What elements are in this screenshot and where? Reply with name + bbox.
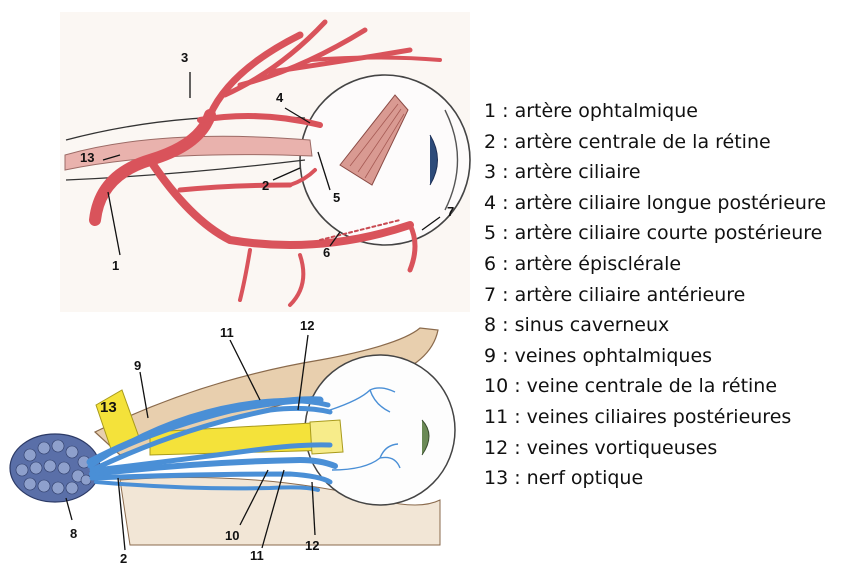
callout-label-7: 7 [447,204,454,219]
legend-item-3: 3 : artère ciliaire [484,157,826,188]
legend-item-5: 5 : artère ciliaire courte postérieure [484,218,826,249]
top-figure-arteries: 1 2 3 4 5 6 7 13 [60,12,470,312]
legend-item-1: 1 : artère ophtalmique [484,96,826,127]
callout-label-8: 8 [70,526,77,541]
callout-label-5: 5 [333,190,340,205]
callout-label-13-bottom: 13 [100,399,117,416]
callout-label-11-top: 11 [220,325,234,340]
callout-label-4: 4 [276,90,284,105]
optic-nerve-head [310,420,343,454]
callout-label-3: 3 [181,50,188,65]
callout-label-10: 10 [225,528,239,543]
legend-item-7: 7 : artère ciliaire antérieure [484,280,826,311]
legend-item-4: 4 : artère ciliaire longue postérieure [484,188,826,219]
legend-item-2: 2 : artère centrale de la rétine [484,127,826,158]
callout-label-2: 2 [262,178,269,193]
callout-label-12-bottom: 12 [305,538,319,553]
callout-label-12-top: 12 [300,318,314,333]
eyeball-top [300,75,470,245]
callout-label-1: 1 [112,258,119,273]
legend-list: 1 : artère ophtalmique 2 : artère centra… [484,96,826,494]
legend-item-9: 9 : veines ophtalmiques [484,341,826,372]
legend-item-12: 12 : veines vortiqueuses [484,433,826,464]
callout-label-2-bottom: 2 [120,551,127,565]
legend-item-6: 6 : artère épisclérale [484,249,826,280]
callout-label-6: 6 [323,245,330,260]
legend-item-10: 10 : veine centrale de la rétine [484,371,826,402]
cavernous-sinus [10,434,100,502]
callout-label-11-bottom: 11 [250,548,264,563]
legend-item-11: 11 : veines ciliaires postérieures [484,402,826,433]
bottom-figure-veins: 8 2 9 10 11 12 11 12 13 [0,318,470,565]
ocular-vascularization-illustration: 1 2 3 4 5 6 7 13 [0,0,480,565]
callout-label-9: 9 [134,358,141,373]
legend-item-13: 13 : nerf optique [484,463,826,494]
legend-item-8: 8 : sinus caverneux [484,310,826,341]
callout-label-13-top: 13 [80,150,94,165]
